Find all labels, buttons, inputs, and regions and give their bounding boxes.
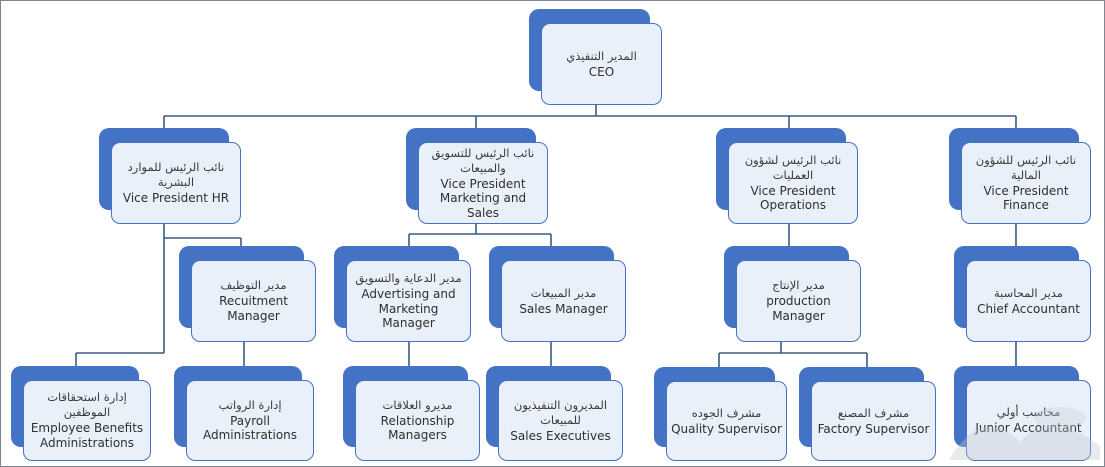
node-label-en: Sales Executives [510, 428, 611, 443]
node-card: مشرف الجوده Quality Supervisor [666, 381, 787, 461]
node-label-ar: نائب الرئيس لشؤون العمليات [744, 152, 842, 182]
node-card: إدارة الرواتب Payroll Administrations [186, 380, 314, 461]
node-card: محاسب أولي Junior Accountant [966, 380, 1091, 461]
node-label-en: Recuitment Manager [219, 294, 288, 323]
node-label-ar: المديرون التنفيذيون للمبيعات [513, 397, 608, 427]
node-label-ar: مديرو العلاقات [382, 397, 453, 412]
node-card: إدارة استحقاقات الموظفين Employee Benefi… [23, 380, 151, 461]
node-card: مدير الإنتاج production Manager [736, 260, 861, 342]
node-label-ar: مشرف الجوده [691, 405, 762, 420]
org-node-vp-finance[interactable]: نائب الرئيس للشؤون المالية Vice Presiden… [949, 128, 1091, 224]
node-label-en: Chief Accountant [977, 301, 1080, 316]
org-node-payroll[interactable]: إدارة الرواتب Payroll Administrations [174, 366, 314, 461]
node-card: نائب الرئيس للشؤون المالية Vice Presiden… [961, 142, 1091, 224]
node-card: المدير التنفيذي CEO [541, 23, 662, 105]
node-label-en: Advertising and Marketing Manager [361, 287, 456, 331]
node-card: نائب الرئيس للتسويق والمبيعات Vice Presi… [418, 142, 548, 224]
node-card: نائب الرئيس لشؤون العمليات Vice Presiden… [728, 142, 858, 224]
org-node-employee-benefits[interactable]: إدارة استحقاقات الموظفين Employee Benefi… [11, 366, 151, 461]
org-node-vp-marketing[interactable]: نائب الرئيس للتسويق والمبيعات Vice Presi… [406, 128, 548, 224]
node-label-ar: مدير المبيعات [530, 285, 597, 300]
node-label-ar: نائب الرئيس للموارد البشرية [127, 160, 225, 190]
node-label-ar: مدير الإنتاج [772, 278, 825, 293]
node-label-en: Factory Supervisor [817, 421, 930, 436]
node-label-ar: المدير التنفيذي [566, 48, 637, 63]
node-label-en: Vice President Marketing and Sales [439, 176, 527, 220]
node-label-ar: نائب الرئيس للتسويق والمبيعات [431, 145, 535, 175]
node-label-ar: مدير الدعاية والتسويق [355, 271, 462, 286]
node-label-ar: مدير المحاسبة [994, 285, 1063, 300]
node-card: مشرف المصنع Factory Supervisor [811, 381, 936, 461]
node-label-en: CEO [588, 64, 615, 79]
node-label-en: Junior Accountant [975, 421, 1082, 436]
org-node-factory-supervisor[interactable]: مشرف المصنع Factory Supervisor [799, 367, 936, 461]
org-node-vp-operations[interactable]: نائب الرئيس لشؤون العمليات Vice Presiden… [716, 128, 858, 224]
node-label-en: Relationship Managers [380, 413, 455, 443]
node-card: نائب الرئيس للموارد البشرية Vice Preside… [111, 142, 241, 224]
node-label-en: Employee Benefits Administrations [30, 421, 144, 450]
node-card: مدير التوظيف Recuitment Manager [191, 260, 316, 342]
org-node-vp-hr[interactable]: نائب الرئيس للموارد البشرية Vice Preside… [99, 128, 241, 224]
org-node-relationship-managers[interactable]: مديرو العلاقات Relationship Managers [343, 366, 480, 461]
node-label-ar: محاسب أولي [996, 405, 1061, 420]
node-card: مديرو العلاقات Relationship Managers [355, 380, 480, 461]
node-label-ar: نائب الرئيس للشؤون المالية [975, 152, 1077, 182]
node-label-en: Payroll Administrations [202, 413, 298, 443]
node-card: مدير المبيعات Sales Manager [501, 260, 626, 342]
node-label-en: Vice President Finance [983, 183, 1069, 213]
node-card: مدير المحاسبة Chief Accountant [966, 260, 1091, 342]
org-node-recruitment-manager[interactable]: مدير التوظيف Recuitment Manager [179, 246, 316, 342]
org-node-production-manager[interactable]: مدير الإنتاج production Manager [724, 246, 861, 342]
node-label-en: production Manager [766, 294, 831, 323]
org-node-advertising-marketing-manager[interactable]: مدير الدعاية والتسويق Advertising and Ma… [334, 246, 471, 342]
org-node-sales-manager[interactable]: مدير المبيعات Sales Manager [489, 246, 626, 342]
org-node-chief-accountant[interactable]: مدير المحاسبة Chief Accountant [954, 246, 1091, 342]
node-label-en: Sales Manager [519, 301, 608, 316]
node-label-en: Vice President HR [122, 191, 230, 206]
node-card: مدير الدعاية والتسويق Advertising and Ma… [346, 260, 471, 342]
node-label-ar: مشرف المصنع [837, 405, 910, 420]
node-label-en: Quality Supervisor [671, 421, 782, 436]
node-label-ar: مدير التوظيف [220, 278, 287, 293]
org-node-junior-accountant[interactable]: محاسب أولي Junior Accountant [954, 366, 1091, 461]
node-label-ar: إدارة استحقاقات الموظفين [47, 390, 127, 420]
org-node-quality-supervisor[interactable]: مشرف الجوده Quality Supervisor [654, 367, 787, 461]
org-node-ceo[interactable]: المدير التنفيذي CEO [529, 9, 662, 105]
org-node-sales-executives[interactable]: المديرون التنفيذيون للمبيعات Sales Execu… [486, 366, 623, 461]
node-label-en: Vice President Operations [750, 183, 836, 213]
node-card: المديرون التنفيذيون للمبيعات Sales Execu… [498, 380, 623, 461]
node-label-ar: إدارة الرواتب [218, 397, 282, 412]
